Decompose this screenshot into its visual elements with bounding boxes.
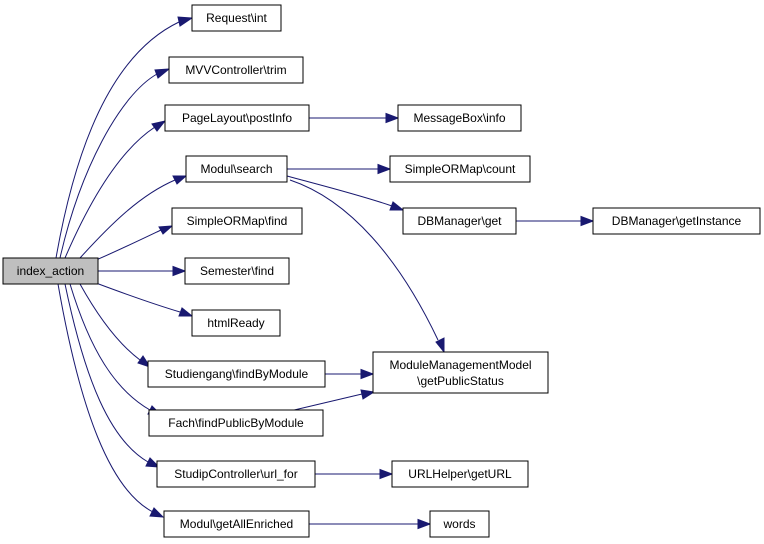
node-modul-getallenriched[interactable]: Modul\getAllEnriched <box>163 510 310 538</box>
node-mvvcontroller-trim[interactable]: MVVController\trim <box>168 56 304 84</box>
svg-text:Request\int: Request\int <box>206 11 267 25</box>
nodes: index_action Request\int MVVController\t… <box>2 4 761 538</box>
edge-studiengang-to-mmm-status <box>325 368 375 380</box>
svg-text:SimpleORMap\find: SimpleORMap\find <box>187 214 288 228</box>
node-simpleormap-count[interactable]: SimpleORMap\count <box>389 155 531 183</box>
node-pagelayout-postinfo[interactable]: PageLayout\postInfo <box>164 104 310 132</box>
edge-modul-search-to-mmm-status <box>289 179 445 354</box>
edge-index-action-to-mvv-trim <box>59 68 171 259</box>
svg-text:StudipController\url_for: StudipController\url_for <box>174 467 297 481</box>
svg-text:PageLayout\postInfo: PageLayout\postInfo <box>182 111 292 125</box>
node-studipcontroller-url-for[interactable]: StudipController\url_for <box>156 460 316 488</box>
edge-fach-to-mmm-status <box>289 389 376 412</box>
node-urlhelper-geturl[interactable]: URLHelper\getURL <box>391 460 529 488</box>
svg-text:URLHelper\getURL: URLHelper\getURL <box>408 467 512 481</box>
edge-getallenriched-to-words <box>309 518 432 530</box>
svg-text:ModuleManagementModel: ModuleManagementModel <box>389 358 531 372</box>
svg-text:htmlReady: htmlReady <box>207 316 264 330</box>
svg-text:index_action: index_action <box>17 264 84 278</box>
edge-index-action-to-studiengang <box>79 283 152 368</box>
svg-text:SimpleORMap\count: SimpleORMap\count <box>405 162 516 176</box>
edge-modul-search-to-orm-count <box>287 163 392 175</box>
node-semester-find[interactable]: Semester\find <box>184 257 290 285</box>
edge-index-action-to-request-int <box>55 16 194 259</box>
svg-text:\getPublicStatus: \getPublicStatus <box>417 374 504 388</box>
node-modulemanagementmodel-getpublicstatus[interactable]: ModuleManagementModel \getPublicStatus <box>372 351 549 394</box>
svg-text:MessageBox\info: MessageBox\info <box>413 111 505 125</box>
svg-text:Semester\find: Semester\find <box>200 264 274 278</box>
edge-postinfo-to-msgbox-info <box>309 112 400 124</box>
node-request-int[interactable]: Request\int <box>191 4 282 32</box>
node-words[interactable]: words <box>429 510 490 538</box>
edge-index-action-to-semester-find <box>98 265 187 277</box>
edge-index-action-to-orm-find <box>95 225 174 261</box>
edge-index-action-to-htmlready <box>95 282 194 317</box>
svg-text:DBManager\getInstance: DBManager\getInstance <box>612 214 742 228</box>
node-fach-findpublicbymodule[interactable]: Fach\findPublicByModule <box>148 409 324 437</box>
svg-text:Modul\search: Modul\search <box>200 162 272 176</box>
svg-text:MVVController\trim: MVVController\trim <box>185 63 286 77</box>
edge-modul-search-to-db-get <box>286 175 405 211</box>
node-index-action[interactable]: index_action <box>2 257 99 285</box>
node-modul-search[interactable]: Modul\search <box>185 155 288 183</box>
svg-text:Fach\findPublicByModule: Fach\findPublicByModule <box>168 416 304 430</box>
node-dbmanager-get[interactable]: DBManager\get <box>402 207 517 235</box>
node-studiengang-findbymodule[interactable]: Studiengang\findByModule <box>147 360 326 388</box>
svg-text:Studiengang\findByModule: Studiengang\findByModule <box>165 367 309 381</box>
svg-text:Modul\getAllEnriched: Modul\getAllEnriched <box>180 517 293 531</box>
edge-index-action-to-postinfo <box>64 120 167 259</box>
edge-index-action-to-url-for <box>64 283 161 468</box>
edge-url-for-to-urlhelper <box>315 468 394 480</box>
node-simpleormap-find[interactable]: SimpleORMap\find <box>171 207 303 235</box>
node-messagebox-info[interactable]: MessageBox\info <box>397 104 522 132</box>
edge-index-action-to-modul-search <box>79 175 188 259</box>
edge-db-get-to-db-getinstance <box>516 215 595 227</box>
node-htmlready[interactable]: htmlReady <box>191 309 281 337</box>
edge-index-action-to-getallenriched <box>57 283 165 518</box>
svg-text:words: words <box>442 517 475 531</box>
edges <box>55 16 595 530</box>
svg-text:DBManager\get: DBManager\get <box>417 214 502 228</box>
node-dbmanager-getinstance[interactable]: DBManager\getInstance <box>592 207 761 235</box>
